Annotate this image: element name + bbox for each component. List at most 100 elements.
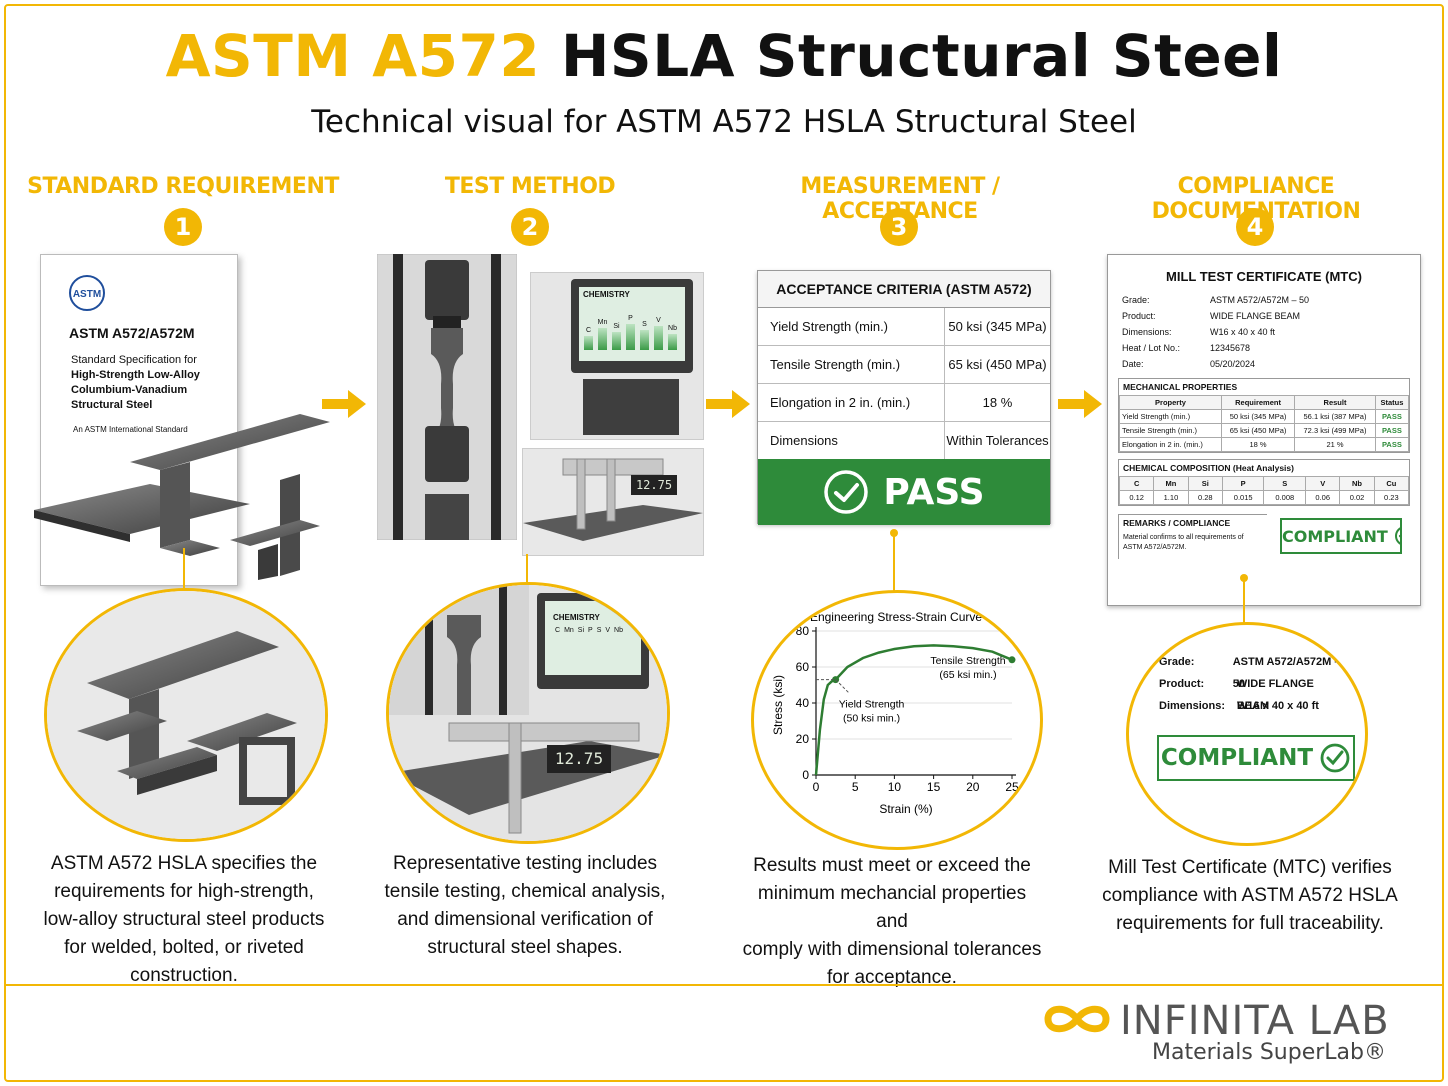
table-row: Elongation in 2 in. (min.)18 %21 %PASS [1119, 437, 1410, 452]
acceptance-row: Tensile Strength (min.)65 ksi (450 MPa) [758, 346, 1050, 384]
chart-title: Engineering Stress-Strain Curve [810, 610, 982, 624]
chart-axes [815, 627, 1016, 776]
chem-element-label: P [588, 627, 593, 634]
infinity-logo-icon [1044, 1005, 1110, 1033]
chem-element-label: Si [613, 323, 620, 330]
x-tick-label: 5 [852, 780, 859, 794]
info-row: Grade:ASTM A572/A572M – 50 [1122, 295, 1310, 305]
chem-title: CHEMICAL COMPOSITION (Heat Analysis) [1123, 463, 1294, 473]
pass-label: PASS [883, 471, 985, 513]
x-tick-label: 20 [966, 780, 980, 794]
chem-element-label: S [642, 321, 647, 328]
table-row: Tensile Strength (min.)65 ksi (450 MPa)7… [1119, 423, 1410, 438]
steel-shapes-zoom-image [47, 591, 325, 839]
chart-ticks: 0 5 10 15 20 25 0 20 40 60 80 [796, 624, 1019, 794]
annotation-label: Yield Strength [839, 699, 905, 711]
table-row: Yield Strength (min.)50 ksi (345 MPa)56.… [1119, 409, 1410, 424]
chem-element-label: C [585, 327, 592, 334]
annotation-label: (65 ksi min.) [939, 669, 996, 681]
chem-bar: S [639, 321, 650, 350]
annotation-label: Tensile Strength [930, 655, 1005, 667]
check-circle-icon [1320, 743, 1350, 773]
caliper-measurement: 12.75 [522, 448, 704, 556]
connector-line [183, 548, 185, 588]
acceptance-row: Elongation in 2 in. (min.)18 % [758, 384, 1050, 422]
step-3-number: 3 [880, 208, 918, 246]
chem-element-label: V [656, 317, 661, 324]
page-frame [4, 4, 1444, 1082]
pass-banner: PASS [758, 459, 1050, 525]
y-tick-label: 20 [796, 732, 810, 746]
brand-tagline: Materials SuperLab® [1152, 1040, 1386, 1065]
y-tick-label: 80 [796, 624, 810, 638]
arrow-right-icon [1058, 390, 1102, 418]
remarks-text: Material confirms to all requirements of… [1123, 534, 1244, 551]
chart-grid [816, 630, 1012, 740]
step-2-number: 2 [511, 208, 549, 246]
connector-line [1243, 580, 1245, 624]
annotation-leader [835, 679, 850, 694]
caliper-icon [523, 458, 703, 541]
annotation-point [1008, 656, 1016, 664]
step-1-heading: STANDARD REQUIREMENT [27, 174, 339, 199]
mtc-title: MILL TEST CERTIFICATE (MTC) [1166, 269, 1362, 284]
connector-line [893, 534, 895, 592]
standard-footer: An ASTM International Standard [73, 425, 188, 434]
annotation-label: (50 ksi min.) [843, 713, 900, 725]
standard-description: Standard Specification for High-Strength… [71, 354, 200, 411]
astm-logo-icon: ASTM [69, 275, 105, 311]
compliant-badge-zoom: COMPLIANT [1157, 735, 1355, 781]
x-tick-label: 0 [813, 780, 820, 794]
chem-element-label: Nb [614, 627, 623, 634]
chem-bar: C [583, 327, 594, 350]
x-tick-label: 10 [888, 780, 902, 794]
page-title: ASTM A572 HSLA Structural Steel [165, 22, 1283, 90]
chem-bar: V [653, 317, 664, 350]
test-method-zoom-image [389, 585, 667, 841]
x-tick-label: 25 [1005, 780, 1019, 794]
y-tick-label: 40 [796, 696, 810, 710]
chem-element-label: C [555, 627, 561, 634]
step-2-heading: TEST METHOD [444, 174, 616, 199]
arrow-right-icon [322, 390, 366, 418]
zoom-screen-label: CHEMISTRY [553, 613, 600, 622]
step-1-number: 1 [164, 208, 202, 246]
stress-strain-chart: Engineering Stress-Strain Curve 0 5 10 15 20… [771, 610, 1019, 816]
acceptance-criteria-table: ACCEPTANCE CRITERIA (ASTM A572) Yield St… [757, 270, 1051, 525]
remarks-section: REMARKS / COMPLIANCE Material confirms t… [1118, 514, 1410, 560]
info-row: Product:WIDE FLANGE BEAM [1159, 678, 1314, 712]
chem-element-label: V [605, 627, 611, 634]
connector-dot [890, 529, 898, 537]
check-circle-icon [824, 470, 869, 514]
arrow-right-icon [706, 390, 750, 418]
chem-bar: P [625, 315, 636, 350]
chem-element-label: P [628, 315, 633, 322]
connector-dot [1240, 574, 1248, 582]
y-tick-label: 0 [802, 768, 809, 782]
chem-element-label: Si [577, 627, 585, 634]
steel-shapes-image [34, 414, 330, 580]
tensile-test-machine-image [377, 254, 517, 540]
chart-ylabel: Stress (ksi) [771, 675, 785, 735]
chem-bar: Nb [667, 325, 678, 350]
chart-xlabel: Strain (%) [879, 802, 932, 816]
screen-label: CHEMISTRY [583, 290, 630, 299]
connector-line [526, 554, 528, 582]
y-tick-label: 60 [796, 660, 810, 674]
caliper-display: 12.75 [631, 475, 677, 495]
x-tick-label: 15 [927, 780, 941, 794]
check-circle-icon [1394, 527, 1400, 545]
